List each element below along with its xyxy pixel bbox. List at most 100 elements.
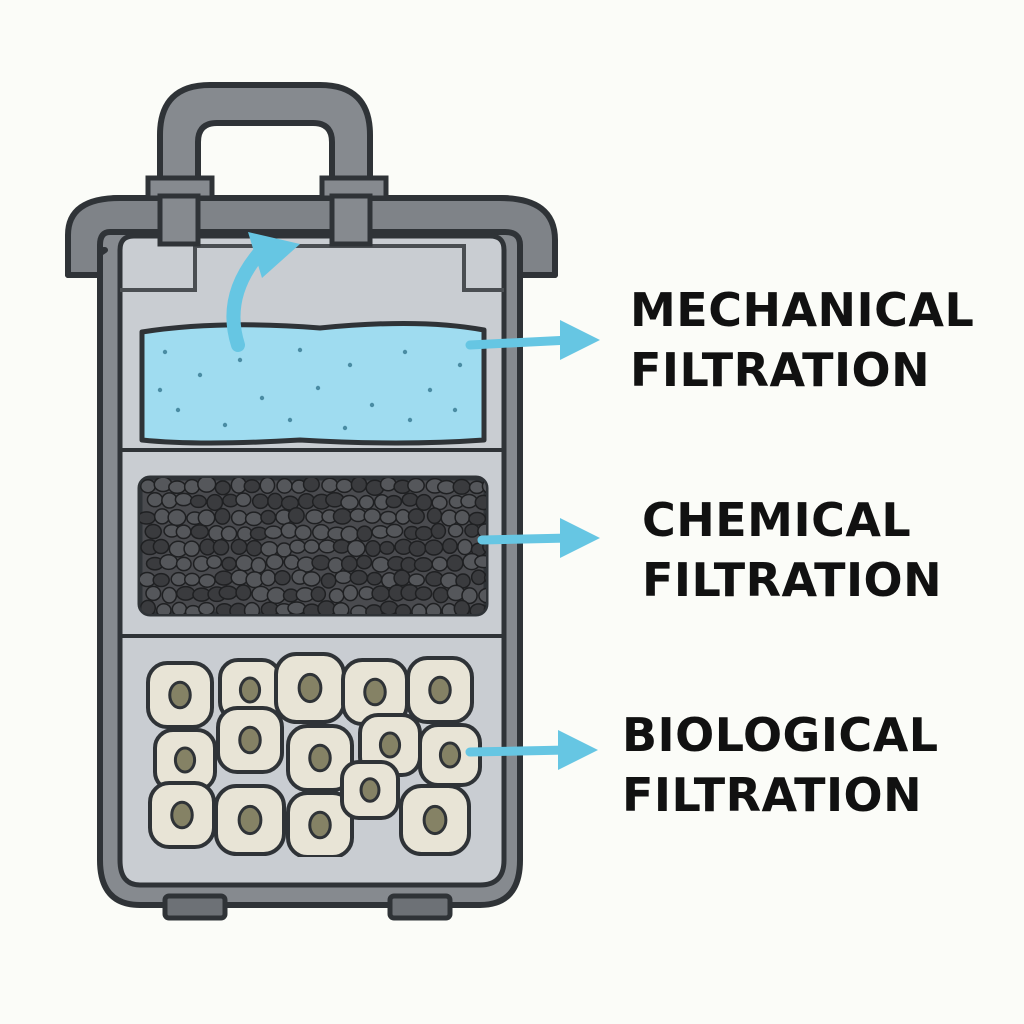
carbon-pellet — [140, 511, 156, 525]
carbon-pellet — [453, 599, 471, 614]
carbon-pellet — [432, 586, 450, 604]
carbon-pellet — [220, 525, 238, 542]
carbon-pellet — [159, 553, 179, 571]
carbon-pellet — [276, 478, 293, 494]
carbon-pellet — [171, 601, 188, 614]
carbon-pellet — [273, 570, 291, 586]
carbon-pellet — [335, 478, 353, 494]
carbon-pellet — [197, 478, 217, 493]
mechanical-filtration-label: MECHANICAL FILTRATION — [630, 280, 974, 400]
carbon-pellet — [415, 493, 433, 512]
carbon-pellet — [280, 522, 298, 539]
carbon-pellet — [243, 601, 261, 614]
carbon-pellet — [174, 492, 193, 507]
foot-right — [387, 893, 453, 921]
biological-filtration-label: BIOLOGICAL FILTRATION — [622, 705, 939, 825]
carbon-pellet — [243, 479, 261, 494]
ceramic-ring-hole — [238, 676, 262, 704]
carbon-pellet — [356, 525, 373, 543]
carbon-pellet — [153, 508, 171, 525]
carbon-pellet — [311, 554, 331, 571]
carbon-pellet — [189, 494, 208, 509]
carbon-pellet — [152, 538, 170, 555]
carbon-pellet — [245, 539, 263, 557]
chemical-filtration-label: CHEMICAL FILTRATION — [642, 490, 942, 610]
carbon-pellet — [251, 493, 269, 510]
carbon-pellet — [311, 523, 331, 541]
carbon-pellet — [394, 603, 412, 614]
carbon-pellet — [321, 478, 339, 494]
carbon-pellet — [461, 587, 478, 605]
curved-up-arrow-icon — [226, 232, 300, 352]
carbon-pellet — [303, 539, 320, 554]
carbon-pellet — [287, 601, 307, 614]
carbon-pellet — [235, 554, 254, 572]
carbon-pellet — [235, 584, 252, 601]
carbon-pellet — [371, 585, 391, 602]
carbon-pellet — [218, 585, 238, 600]
carbon-pellet — [356, 554, 373, 570]
carbon-pellet — [379, 510, 398, 525]
carbon-pellet — [198, 601, 215, 614]
carbon-pellet — [206, 493, 224, 512]
ceramic-ring-hole — [428, 675, 452, 705]
carbon-pellet — [408, 540, 427, 557]
label-line-1: BIOLOGICAL — [622, 708, 939, 762]
carbon-pellet — [320, 572, 337, 589]
ceramic-ring-hole — [237, 804, 263, 836]
carbon-pellet — [206, 554, 223, 570]
carbon-pellet — [161, 586, 178, 604]
carbon-pellet — [175, 585, 196, 601]
carbon-pellet — [346, 539, 366, 558]
carbon-pellet — [408, 573, 426, 587]
carbon-pellet — [302, 571, 321, 587]
ceramic-ring-hole — [238, 725, 262, 755]
carbon-pellet — [340, 555, 358, 573]
carbon-pellet — [145, 585, 162, 602]
carbon-pellet — [168, 480, 187, 495]
carbon-pellet — [140, 479, 156, 494]
handle[interactable] — [157, 82, 373, 198]
carbon-pellet — [425, 602, 442, 614]
carbon-pellet — [214, 480, 231, 496]
carbon-pellet — [430, 522, 447, 540]
carbon-pellet — [393, 569, 411, 587]
carbon-pellet — [212, 538, 230, 556]
carbon-pellet — [332, 508, 353, 525]
carbon-pellet — [170, 571, 187, 587]
connector-left-stem — [157, 193, 201, 247]
carbon-pellet — [266, 586, 286, 605]
carbon-pellet — [283, 554, 300, 570]
carbon-pellet — [407, 478, 425, 494]
carbon-pellet — [371, 556, 391, 573]
carbon-pellet — [349, 569, 368, 586]
carbon-pellet — [260, 509, 277, 525]
carbon-pellet — [294, 524, 312, 541]
carbon-pellet — [287, 506, 305, 525]
carbon-pellet — [424, 539, 444, 556]
ceramic-ring-hole — [297, 672, 323, 704]
carbon-pellet — [414, 586, 433, 601]
carbon-pellet — [460, 493, 478, 509]
carbon-pellet — [190, 524, 210, 540]
carbon-pellet — [379, 478, 397, 492]
carbon-pellet — [342, 584, 359, 602]
carbon-pellet — [264, 525, 283, 540]
right-arrow-icon — [465, 730, 598, 770]
carbon-pellet — [167, 508, 187, 527]
carbon-pellet — [146, 491, 164, 508]
chemical-carbon-layer — [137, 475, 489, 617]
carbon-pellet — [441, 537, 458, 555]
carbon-pellet — [265, 553, 284, 570]
carbon-pellet — [175, 524, 192, 540]
carbon-pellet — [230, 509, 248, 526]
carbon-pellet — [152, 572, 170, 588]
foot-left — [162, 893, 228, 921]
carbon-pellet — [175, 556, 192, 572]
ceramic-ring-hole — [170, 800, 194, 830]
carbon-pellet — [385, 494, 403, 509]
ceramic-ring-hole — [168, 680, 192, 710]
carbon-pellet — [183, 540, 201, 558]
carbon-pellet — [310, 586, 327, 603]
